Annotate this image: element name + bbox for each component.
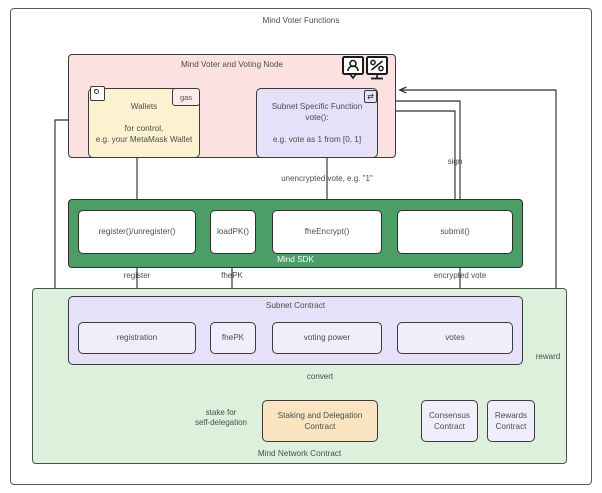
node-subnet-specific-function-label: Subnet Specific Function vote(): e.g. vo…	[271, 101, 363, 145]
group-voter-node-title: Mind Voter and Voting Node	[181, 60, 283, 69]
group-mind-sdk-title: Mind SDK	[277, 255, 314, 264]
node-register-unregister-label: register()/unregister()	[98, 227, 176, 237]
edge-label-stake-for-self-delegation: stake for self-delegation	[194, 408, 248, 427]
badge-gas: gas	[172, 88, 200, 106]
node-loadpk-label: loadPK()	[217, 227, 249, 237]
outer-frame-title: Mind Voter Functions	[262, 16, 340, 25]
node-registration-label: registration	[116, 333, 158, 343]
node-staking-label: Staking and Delegation Contract	[277, 410, 363, 431]
node-submit-label: submit()	[440, 227, 470, 237]
user-actor-icon	[342, 56, 364, 82]
tag-icon-glyph	[92, 88, 101, 97]
node-wallets-label: Wallets for control, e.g. your MetaMask …	[95, 101, 193, 145]
node-consensus-contract[interactable]: Consensus Contract	[421, 400, 478, 442]
node-submit[interactable]: submit()	[397, 210, 513, 254]
edge-label-unencrypted-vote: unencrypted vote, e.g. "1"	[281, 174, 373, 183]
node-voting-power-label: voting power	[303, 333, 351, 343]
node-loadpk[interactable]: loadPK()	[210, 210, 256, 254]
edge-label-register: register	[123, 271, 151, 280]
percent-monitor-icon	[366, 56, 390, 82]
swap-arrows-icon: ⇄	[364, 90, 377, 103]
node-consensus-label: Consensus Contract	[429, 410, 470, 431]
group-subnet-contract-title: Subnet Contract	[265, 301, 326, 310]
node-registration[interactable]: registration	[78, 322, 196, 354]
node-fhepk[interactable]: fhePK	[210, 322, 256, 354]
edge-label-reward: reward	[535, 352, 561, 361]
edge-label-convert: convert	[306, 372, 334, 381]
node-staking-and-delegation-contract[interactable]: Staking and Delegation Contract	[262, 400, 378, 442]
node-rewards-contract[interactable]: Rewards Contract	[487, 400, 535, 442]
node-subnet-specific-function[interactable]: Subnet Specific Function vote(): e.g. vo…	[256, 88, 378, 158]
node-fheencrypt-label: fheEncrypt()	[304, 227, 350, 237]
edge-label-sign: sign	[447, 157, 463, 166]
node-fheencrypt[interactable]: fheEncrypt()	[272, 210, 382, 254]
node-rewards-label: Rewards Contract	[494, 410, 528, 431]
node-register-unregister[interactable]: register()/unregister()	[78, 210, 196, 254]
node-votes[interactable]: votes	[397, 322, 513, 354]
edge-label-fhepk: fhePK	[221, 271, 243, 280]
edge-label-encrypted-vote: encrypted vote	[433, 271, 487, 280]
node-fhepk-label: fhePK	[221, 333, 245, 343]
node-voting-power[interactable]: voting power	[272, 322, 382, 354]
node-votes-label: votes	[445, 333, 465, 343]
group-mind-network-contract-title: Mind Network Contract	[257, 449, 342, 458]
